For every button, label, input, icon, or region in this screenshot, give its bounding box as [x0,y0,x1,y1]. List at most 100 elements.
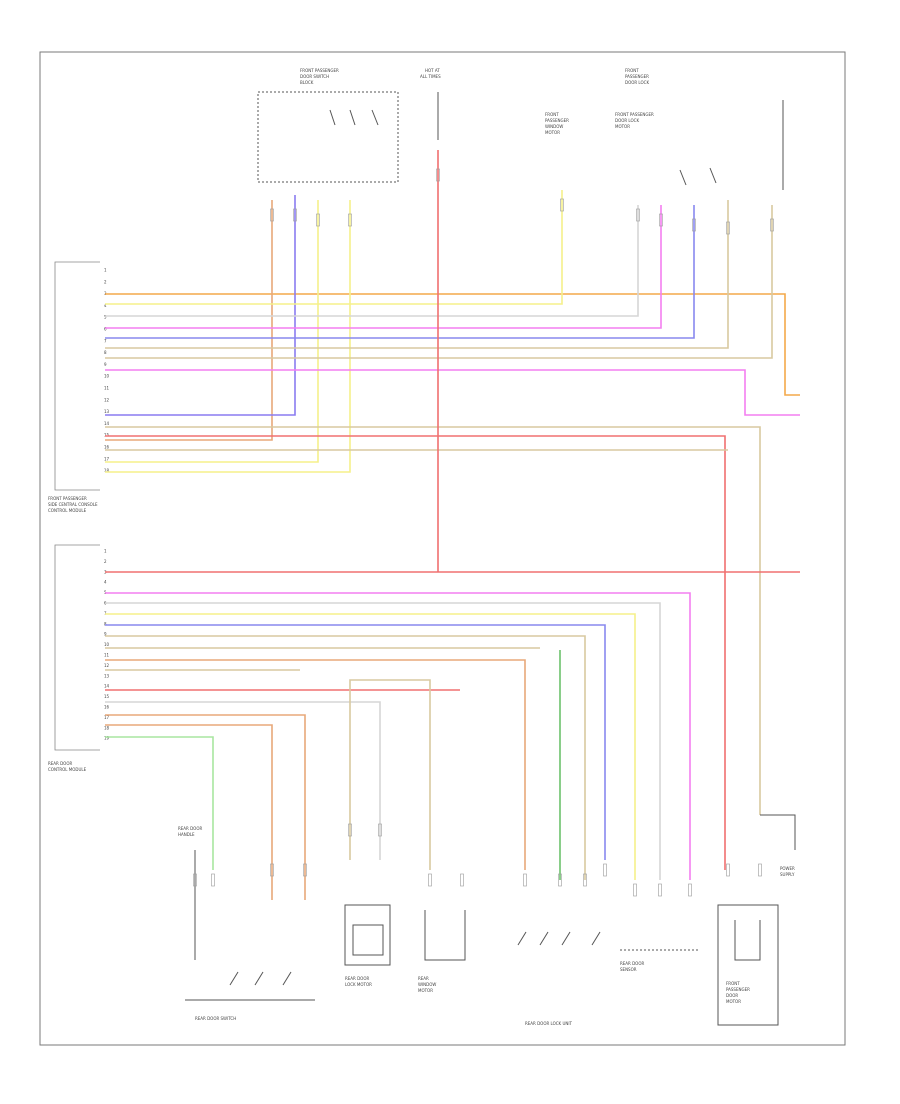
terminal-marker [636,208,640,222]
wire-pink-2 [105,369,800,416]
bottom-module-pin-1: 1 [104,549,107,554]
wire-orange-bottom [105,659,526,870]
bottom-module-pin-18: 18 [104,725,110,730]
svg-text:MOTOR: MOTOR [545,130,560,135]
top-module-pin-7: 7 [104,338,107,343]
component-door-switch-block: FRONT PASSENGER DOOR SWITCH BLOCK [257,68,399,183]
top-module-pin-14: 14 [104,421,110,426]
terminal-marker [633,883,637,897]
terminal-marker [726,221,730,235]
top-module-pin-10: 10 [104,374,110,379]
bottom-components: REAR DOOR HANDLE REAR DOOR SWITCH REAR D… [178,814,796,1026]
component-rear-door-switch: REAR DOOR SWITCH [185,971,315,1021]
svg-text:FRONT: FRONT [625,68,639,73]
bottom-module-pin-16: 16 [104,705,110,710]
bottom-module-pin-13: 13 [104,673,110,678]
svg-text:PASSENGER: PASSENGER [726,987,750,992]
wire-purple [105,195,296,416]
component-rear-door-handle: REAR DOOR HANDLE [178,826,202,960]
bottom-module-pin-17: 17 [104,715,110,720]
top-module-label-2: SIDE CENTRAL CONSOLE [48,502,98,507]
svg-text:MOTOR: MOTOR [615,124,630,129]
svg-text:ALL TIMES: ALL TIMES [420,74,441,79]
terminal-marker [378,823,382,837]
top-module-pin-12: 12 [104,397,110,402]
terminal-marker [558,873,562,887]
wire-blue-bottom [105,624,606,860]
terminal-marker [211,873,215,887]
component-front-passenger-door-motor: FRONT PASSENGER DOOR MOTOR [717,904,779,1026]
terminal-marker [460,873,464,887]
terminal-marker [770,218,774,232]
terminal-marker [436,168,440,182]
component-power-supply: POWER SUPPLY [760,814,796,877]
wire-pink-1 [105,205,662,329]
top-module-pin-8: 8 [104,350,107,355]
wire-red-top [105,435,726,870]
svg-text:BLOCK: BLOCK [300,80,314,85]
svg-text:PASSENGER: PASSENGER [625,74,649,79]
top-module-label-1: FRONT PASSENGER [48,496,87,501]
bottom-module-pin-19: 19 [104,736,110,741]
component-rear-door-lock-unit: REAR DOOR LOCK UNIT [517,931,601,1026]
terminal-marker [692,218,696,232]
component-door-lock-motor: FRONT PASSENGER DOOR LOCK MOTOR [615,112,687,186]
top-module-pin-16: 16 [104,445,110,450]
wire-tan-bottom-1 [105,635,586,880]
svg-text:PASSENGER: PASSENGER [545,118,569,123]
svg-text:HOT AT: HOT AT [425,68,440,73]
svg-text:MOTOR: MOTOR [726,999,741,1004]
bottom-module-pin-14: 14 [104,684,110,689]
top-module-label-3: CONTROL MODULE [48,508,87,513]
svg-text:SENSOR: SENSOR [620,967,637,972]
wire-yellow-1 [105,200,319,463]
component-hot-at-all-times: HOT AT ALL TIMES [420,68,441,140]
svg-text:WINDOW: WINDOW [418,982,436,987]
wire-yellow-3 [105,190,563,305]
top-module-pin-17: 17 [104,456,110,461]
svg-text:DOOR LOCK: DOOR LOCK [625,80,649,85]
svg-text:DOOR SWITCH: DOOR SWITCH [300,74,329,79]
wire-orangetan-bottom [105,724,273,900]
terminal-marker [658,883,662,897]
component-rear-door-sensor: REAR DOOR SENSOR [620,949,700,972]
svg-text:DOOR LOCK: DOOR LOCK [615,118,639,123]
component-rear-door-lock-motor: REAR DOOR LOCK MOTOR [344,904,391,987]
top-module-pin-4: 4 [104,303,107,308]
wire-yellow-2 [105,200,351,473]
bottom-module-pin-9: 9 [104,632,107,637]
bottom-wires [105,571,800,900]
bottom-module-pin-8: 8 [104,621,107,626]
top-module-pin-9: 9 [104,362,107,367]
top-module-pin-11: 11 [104,386,110,391]
bottom-module-pin-12: 12 [104,663,110,668]
wire-orange-top [105,293,800,396]
terminal-marker [348,213,352,227]
wire-green-bottom-2 [105,736,214,870]
svg-text:REAR DOOR: REAR DOOR [178,826,202,831]
terminal-marker [303,863,307,877]
svg-text:LOCK MOTOR: LOCK MOTOR [345,982,372,987]
svg-text:POWER: POWER [780,866,795,871]
top-module-pin-2: 2 [104,279,107,284]
svg-text:REAR DOOR SWITCH: REAR DOOR SWITCH [195,1016,236,1021]
svg-text:HANDLE: HANDLE [178,832,195,837]
wire-tan-1 [105,200,729,349]
top-module-pin-13: 13 [104,409,110,414]
wire-tan-3 [105,426,761,815]
top-module-pin-5: 5 [104,315,107,320]
terminal-marker [316,213,320,227]
svg-text:DOOR: DOOR [726,993,738,998]
svg-text:REAR DOOR LOCK UNIT: REAR DOOR LOCK UNIT [525,1021,573,1026]
svg-text:REAR: REAR [418,976,429,981]
diagram-frame [39,51,846,1046]
wire-lightgray-bottom [105,602,661,880]
terminal-marker [428,873,432,887]
top-components: FRONT PASSENGER DOOR SWITCH BLOCK HOT AT… [257,68,784,190]
wire-tan-loop [349,679,431,870]
